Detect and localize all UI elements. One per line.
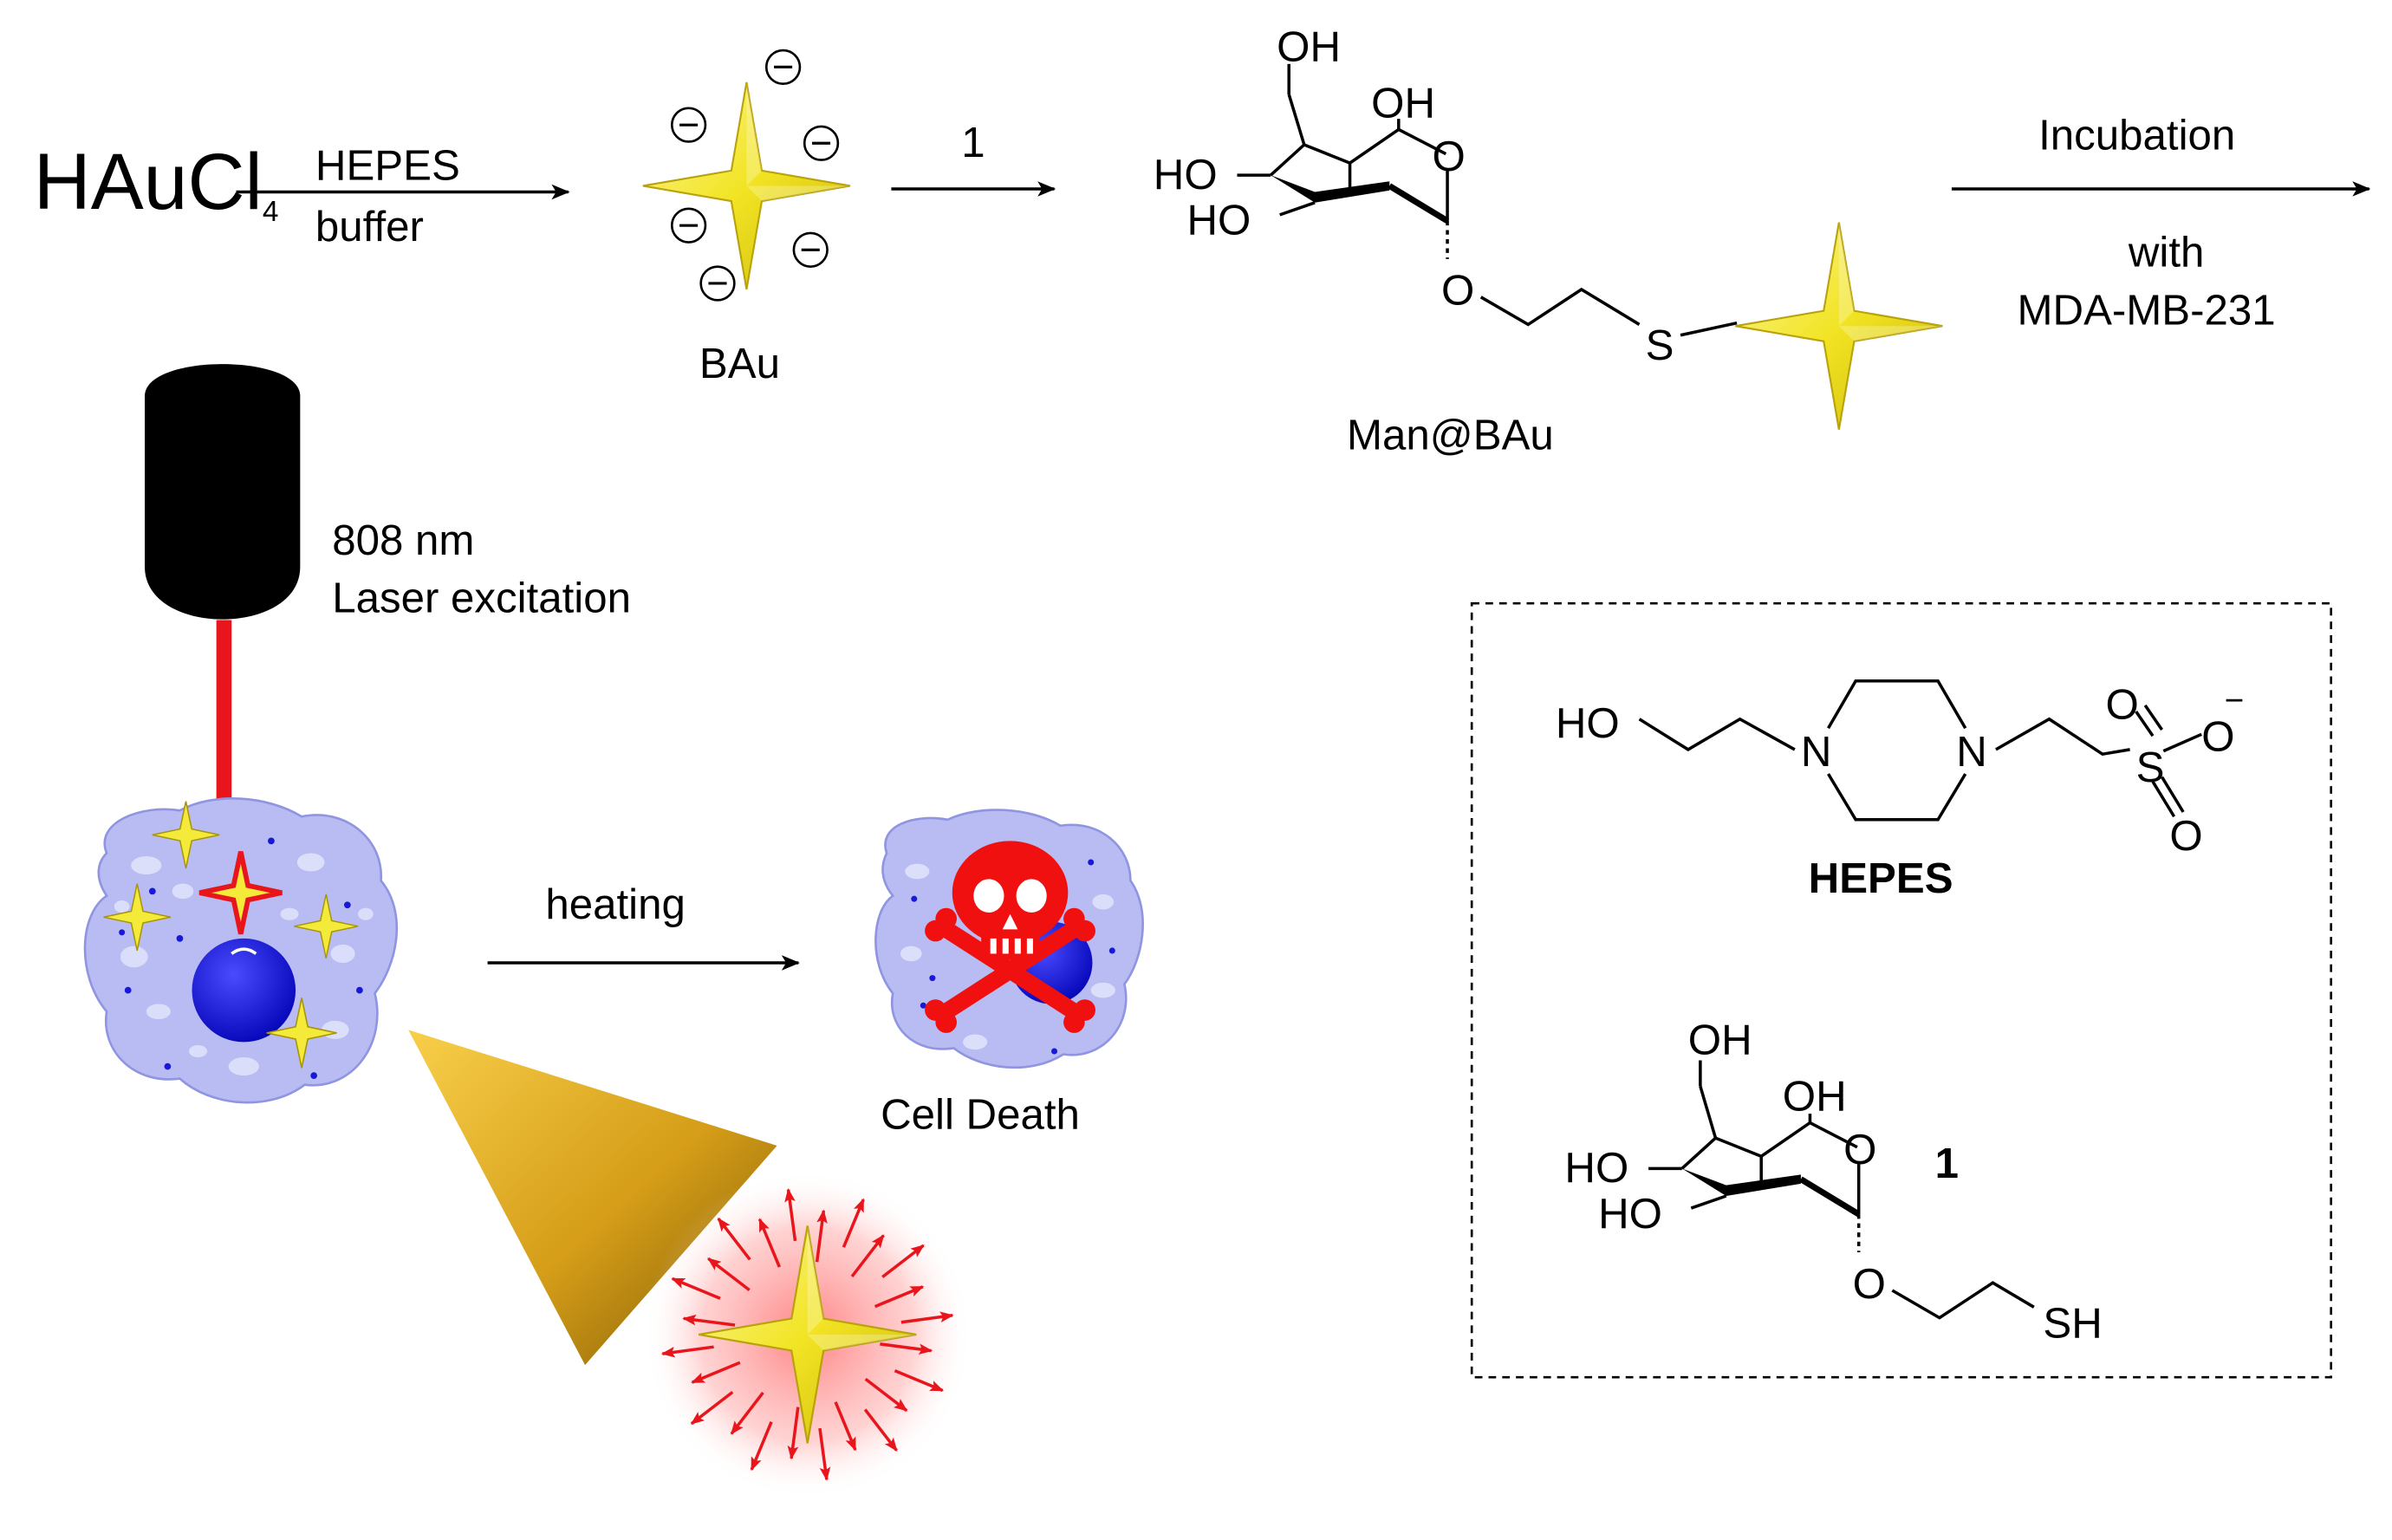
hepes-atom-ho: HO [1556, 699, 1620, 747]
cell-granules [119, 837, 363, 1079]
heat-arrow [784, 1188, 797, 1242]
heat-arrow [863, 1408, 898, 1452]
nanostars-in-cell [102, 800, 359, 1069]
zoom-cone [408, 1030, 777, 1366]
laser-excitation: Laser excitation [332, 575, 631, 622]
c1-atom-oh-top: OH [1688, 1016, 1752, 1063]
compound-1-number: 1 [1935, 1140, 1959, 1187]
laser-wavelength: 808 nm [332, 517, 474, 564]
heat-arrow [894, 1368, 945, 1393]
charge-icon [670, 207, 707, 244]
heat-arrow [717, 1217, 751, 1261]
heat-arrow [750, 1421, 773, 1472]
heat-arrow [682, 1314, 736, 1327]
atom-oh-top: OH [1277, 23, 1341, 70]
c1-atom-glycosidic-o: O [1853, 1260, 1886, 1308]
heat-arrow [834, 1401, 857, 1452]
c1-atom-ring-o: O [1843, 1126, 1876, 1173]
laser-source-icon [145, 364, 301, 620]
reagent-hepes: HEPES [315, 141, 460, 189]
charge-icon [670, 107, 707, 143]
cell-nucleus [192, 938, 296, 1043]
hepes-atom-o-right: O [2201, 713, 2234, 761]
heat-arrow [691, 1361, 741, 1384]
hepes-charge-minus: − [2225, 682, 2245, 719]
heat-arrow [864, 1377, 908, 1413]
heat-arrow [842, 1198, 865, 1248]
hepes-atom-o-top: O [2105, 681, 2138, 729]
skull-crossbones-icon [925, 841, 1095, 1033]
heat-arrow [880, 1342, 933, 1355]
man-bau-nanostar [1734, 221, 1944, 431]
heat-arrow [881, 1244, 925, 1278]
heat-arrow [671, 1277, 721, 1300]
heat-arrow [707, 1257, 751, 1292]
heat-arrow [874, 1285, 925, 1309]
atom-ho-2: HO [1186, 197, 1251, 244]
man-bau-structure: OH OH O HO HO O S [1154, 23, 1738, 369]
heat-arrow [787, 1407, 800, 1460]
heat-arrow [818, 1427, 831, 1481]
heat-arrow [815, 1209, 828, 1263]
man-bau-label: Man@BAu [1347, 412, 1554, 459]
hepes-structure: HO N N S O O O − [1556, 679, 2245, 860]
atom-glycosidic-o: O [1441, 267, 1474, 315]
reagent-compound-1: 1 [961, 119, 985, 166]
surface-charges [670, 49, 840, 302]
charge-icon [764, 49, 802, 86]
cell-death-label: Cell Death [881, 1091, 1080, 1139]
condition-incubation: Incubation [2038, 111, 2235, 159]
condition-with: with [2128, 229, 2205, 276]
heat-arrow [660, 1345, 714, 1358]
heat-arrow [690, 1391, 734, 1426]
condition-cell-line: MDA-MB-231 [2018, 286, 2276, 334]
atom-s: S [1646, 322, 1674, 369]
heat-arrow [850, 1234, 885, 1278]
hepes-atom-s: S [2136, 744, 2165, 791]
charge-icon [803, 125, 840, 161]
structures-inset [1470, 601, 2332, 1379]
compound-1-structure: OH OH O HO HO O SH [1564, 1016, 2102, 1347]
hepes-atom-n2: N [1956, 728, 1987, 776]
hepes-atom-o-bottom: O [2169, 812, 2202, 860]
reactant-haucl4: HAuCl4 [34, 138, 279, 228]
heat-arrow [730, 1391, 764, 1435]
hepes-name: HEPES [1809, 854, 1953, 902]
c1-atom-ho-2: HO [1598, 1190, 1662, 1238]
atom-oh-right: OH [1371, 79, 1435, 127]
hepes-atom-n1: N [1801, 728, 1832, 776]
bau-label: BAu [699, 340, 780, 387]
dead-cell [874, 809, 1144, 1069]
heat-arrow [900, 1311, 954, 1324]
c1-atom-oh-right: OH [1783, 1073, 1847, 1121]
heating-label: heating [545, 880, 685, 928]
c1-atom-ho-1: HO [1564, 1144, 1628, 1192]
charge-icon [792, 231, 829, 268]
cancer-cell [83, 797, 399, 1104]
heat-emission-arrows [660, 1188, 954, 1481]
charge-icon [699, 265, 736, 302]
atom-ring-o: O [1432, 133, 1465, 180]
atom-ho-1: HO [1154, 151, 1218, 198]
reagent-buffer: buffer [315, 203, 424, 250]
cell-vesicles [114, 853, 374, 1076]
c1-atom-sh: SH [2043, 1299, 2102, 1347]
heat-arrow [757, 1218, 782, 1268]
